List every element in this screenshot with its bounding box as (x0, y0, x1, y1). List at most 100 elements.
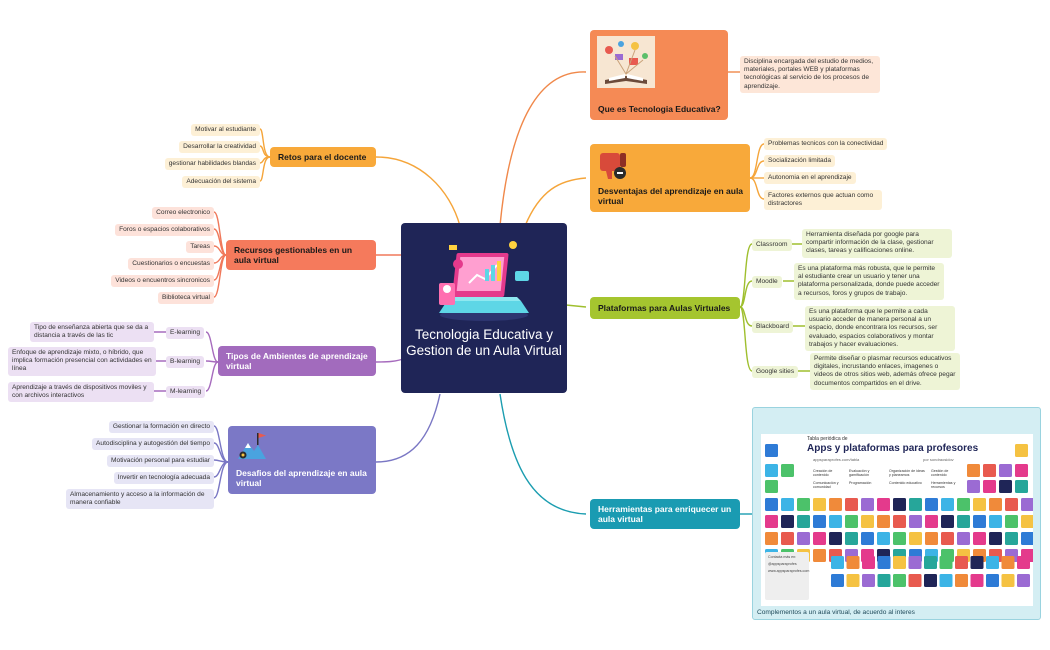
plataforma-desc: Es una plataforma que le permite a cada … (805, 306, 955, 352)
contact-title: Contacta más en: (768, 555, 797, 559)
app-tile (845, 532, 858, 545)
table-title: Apps y plataformas para profesores (807, 443, 979, 454)
app-tile (908, 574, 922, 587)
app-tile (861, 532, 874, 545)
legend-item: Comunicación y comunidad (813, 481, 839, 489)
tipo-name[interactable]: B-learning (166, 356, 205, 369)
app-tile (831, 556, 844, 569)
app-tile (765, 464, 778, 477)
branch-plataformas[interactable]: Plataformas para Aulas Virtuales (590, 297, 740, 319)
reto-item: Adecuación del sistema (182, 176, 260, 189)
app-tile (829, 532, 842, 545)
desventaja-item: Factores externos que actuan como distra… (764, 190, 882, 211)
app-tile (765, 532, 778, 545)
table-legend: Creación de contenido Evaluación y gamif… (809, 467, 959, 493)
app-tile (955, 574, 968, 587)
central-topic[interactable]: Tecnologia Educativa y Gestion de un Aul… (401, 223, 567, 393)
app-tile (861, 515, 874, 528)
app-tile (1001, 574, 1015, 587)
app-tile (861, 498, 874, 511)
app-tile (967, 480, 980, 493)
plataforma-name[interactable]: Classroom (752, 239, 792, 252)
branch-que-es-label: Que es Tecnologia Educativa? (598, 104, 721, 114)
branch-desventajas-label: Desventajas del aprendizaje en aula virt… (598, 186, 744, 207)
book-illustration-icon (597, 36, 655, 88)
branch-herramientas[interactable]: Herramientas para enriquecer un aula vir… (590, 499, 740, 529)
app-tile (986, 574, 999, 587)
app-tile (1021, 498, 1033, 511)
plataforma-name[interactable]: Moodle (752, 276, 782, 289)
tipo-desc: Aprendizaje a través de dispositivos mov… (8, 382, 154, 403)
app-tile (765, 498, 778, 511)
app-tile (765, 515, 778, 528)
app-tile (893, 574, 906, 587)
legend-item: Gestión de contenido (931, 469, 949, 477)
app-tile (970, 556, 984, 569)
app-tile (989, 498, 1002, 511)
app-tile (1021, 515, 1033, 528)
app-icon-grid (765, 444, 1033, 587)
app-tile (829, 498, 842, 511)
app-tile (846, 574, 860, 587)
app-tile (986, 556, 999, 569)
tipo-name[interactable]: M-learning (166, 386, 206, 399)
app-tile (957, 532, 970, 545)
branch-que-es[interactable]: Que es Tecnologia Educativa? (590, 30, 728, 120)
plataforma-desc: Herramienta diseñada por google para com… (802, 229, 952, 258)
app-tile (973, 498, 986, 511)
app-tile (877, 498, 890, 511)
app-tile (765, 444, 778, 457)
branch-recursos[interactable]: Recursos gestionables en un aula virtual (226, 240, 376, 270)
app-tile (797, 498, 810, 511)
tipo-name[interactable]: E-learning (166, 327, 205, 340)
app-tile (909, 515, 922, 528)
periodic-table-image: Tabla periódica de Apps y plataformas pa… (761, 434, 1033, 606)
app-tile (909, 498, 922, 511)
branch-retos[interactable]: Retos para el docente (270, 147, 376, 167)
app-tile (925, 532, 938, 545)
app-tile (1015, 480, 1028, 493)
app-tile (939, 574, 953, 587)
legend-item: Creación de contenido (813, 469, 833, 477)
app-tile (941, 532, 954, 545)
branch-desafios[interactable]: Desafios del aprendizaje en aula virtual (228, 426, 376, 494)
recurso-item: Tareas (186, 241, 214, 254)
plataforma-name[interactable]: Blackboard (752, 321, 793, 334)
app-tile (781, 498, 794, 511)
branch-herramientas-label: Herramientas para enriquecer un aula vir… (598, 504, 732, 525)
branch-retos-label: Retos para el docente (278, 152, 367, 162)
app-tile (909, 532, 922, 545)
reto-item: Desarrollar la creatividad (179, 141, 260, 154)
legend-item: Organización de ideas y planeamos (889, 469, 925, 477)
desafio-item: Motivación personal para estudiar (107, 455, 214, 468)
recurso-item: Correo electronico (152, 207, 214, 220)
app-tile (781, 515, 794, 528)
reto-item: Motivar al estudiante (191, 124, 260, 137)
app-tile (862, 574, 875, 587)
app-tile (893, 556, 906, 569)
contact-site: www.appsparaprofes.com (768, 569, 810, 573)
herramientas-image-card[interactable]: Tabla periódica de Apps y plataformas pa… (752, 407, 1041, 620)
branch-desventajas[interactable]: Desventajas del aprendizaje en aula virt… (590, 144, 750, 212)
plataforma-name[interactable]: Google sities (752, 366, 799, 379)
desventaja-item: Autonomia en el aprendizaje (764, 172, 856, 185)
branch-tipos[interactable]: Tipos de Ambientes de aprendizaje virtua… (218, 346, 376, 376)
app-tile (925, 498, 938, 511)
desafio-item: Autodisciplina y autogestión del tiempo (92, 438, 214, 451)
recurso-item: Videos o encuentros sincronicos (111, 275, 214, 288)
app-tile (831, 574, 844, 587)
app-tile (877, 532, 890, 545)
app-tile (829, 515, 842, 528)
app-tile (1005, 532, 1018, 545)
app-tile (957, 498, 970, 511)
legend-item: Programación (849, 481, 872, 485)
app-tile (941, 498, 954, 511)
app-tile (813, 549, 826, 562)
app-tile (781, 532, 794, 545)
branch-recursos-label: Recursos gestionables en un aula virtual (234, 245, 353, 266)
desafio-item: Invertir en tecnología adecuada (113, 472, 214, 485)
app-tile (908, 556, 922, 569)
app-tile (989, 532, 1002, 545)
app-tile (983, 464, 996, 477)
app-tile (983, 480, 996, 493)
